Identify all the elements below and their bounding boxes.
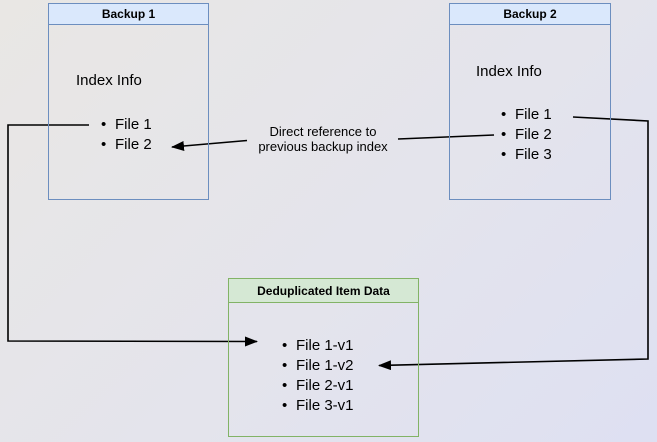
backup2-title: Backup 2 xyxy=(450,4,610,25)
reference-edge-label-line1: Direct reference to xyxy=(269,124,377,139)
list-item: File 1-v2 xyxy=(282,356,354,376)
list-item: File 1-v1 xyxy=(282,336,354,356)
backup1-index-info-label: Index Info xyxy=(76,72,142,89)
backup2-index-info-label: Index Info xyxy=(476,63,542,80)
backup2-node: Backup 2 Index Info File 1 File 2 File 3 xyxy=(449,3,611,200)
list-item: File 2 xyxy=(101,135,152,155)
reference-edge-label: Direct reference to previous backup inde… xyxy=(238,124,408,154)
list-item: File 2 xyxy=(501,125,552,145)
dedup-node: Deduplicated Item Data File 1-v1 File 1-… xyxy=(228,278,419,437)
dedup-title: Deduplicated Item Data xyxy=(229,279,418,303)
backup1-node: Backup 1 Index Info File 1 File 2 xyxy=(48,3,209,200)
dedup-item-list: File 1-v1 File 1-v2 File 2-v1 File 3-v1 xyxy=(282,336,354,416)
reference-edge-label-line2: previous backup index xyxy=(258,139,388,154)
list-item: File 1 xyxy=(501,105,552,125)
list-item: File 3-v1 xyxy=(282,396,354,416)
list-item: File 2-v1 xyxy=(282,376,354,396)
backup2-file-list: File 1 File 2 File 3 xyxy=(501,105,552,165)
list-item: File 3 xyxy=(501,145,552,165)
backup1-title: Backup 1 xyxy=(49,4,208,25)
list-item: File 1 xyxy=(101,115,152,135)
backup1-file-list: File 1 File 2 xyxy=(101,115,152,155)
